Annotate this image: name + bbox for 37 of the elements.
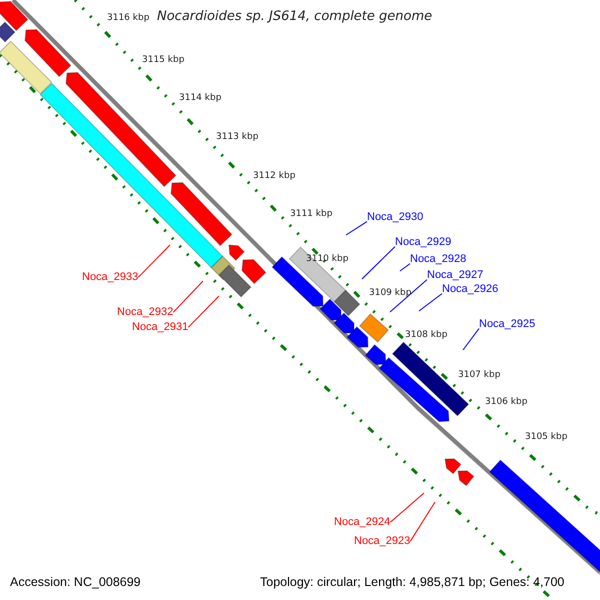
scale-label: 3115 kbp [142, 55, 184, 66]
gene-label: Noca_2933 [82, 271, 138, 284]
scale-label: 3112 kbp [253, 171, 296, 182]
leader-line [390, 492, 424, 523]
genome-summary-text: Topology: circular; Length: 4,985,871 bp; Genes: 4,700 [260, 575, 564, 590]
genome-title: Nocardioides sp. JS614, complete genome [157, 10, 432, 25]
leader-line [362, 246, 396, 280]
leader-line [400, 263, 410, 272]
accession-text: Accession: NC_008699 [10, 575, 141, 590]
scale-label: 3111 kbp [290, 209, 332, 220]
scale-label: 3107 kbp [458, 370, 500, 380]
leader-line [410, 502, 436, 542]
scale-label: 3113 kbp [216, 132, 258, 142]
gene-label: Noca_2927 [427, 269, 484, 282]
scale-label: 3105 kbp [525, 432, 568, 442]
scale-label: 3116 kbp [107, 13, 150, 24]
leader-line [346, 221, 368, 236]
scale-label: 3108 kbp [405, 330, 448, 340]
gene-label: Noca_2929 [395, 236, 452, 249]
leader-line [418, 293, 442, 312]
gene-label: Noca_2931 [132, 321, 188, 334]
scale-label: 3114 kbp [179, 93, 222, 104]
scale-label: 3106 kbp [485, 397, 528, 408]
gene-label: Noca_2926 [442, 283, 498, 296]
leader-line [462, 328, 480, 350]
leader-line [390, 279, 428, 312]
leader-line [172, 280, 204, 313]
gene-label: Noca_2923 [354, 535, 410, 548]
gene-label: Noca_2925 [479, 318, 536, 331]
gene-label: Noca_2924 [334, 516, 390, 529]
gene-label: Noca_2928 [410, 253, 466, 266]
scale-label: 3110 kbp [306, 254, 348, 264]
scale-label: 3109 kbp [369, 288, 412, 298]
leader-line [188, 296, 220, 328]
leader-line [138, 244, 170, 278]
gene-label: Noca_2930 [367, 211, 424, 224]
gene-label: Noca_2932 [117, 306, 174, 319]
